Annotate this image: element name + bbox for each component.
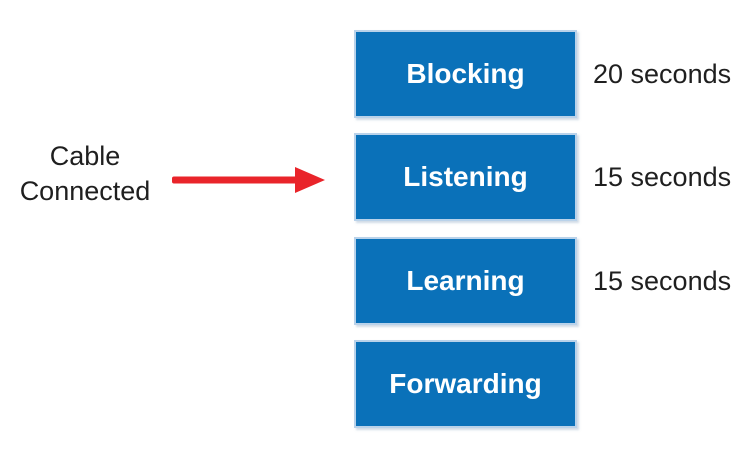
state-box-learning: Learning	[354, 237, 577, 325]
state-duration: 20 seconds	[593, 59, 732, 89]
state-duration: 15 seconds	[593, 162, 732, 192]
arrow-shaft	[172, 176, 300, 184]
cable-connected-line1: Cable	[49, 141, 121, 171]
state-box-forwarding: Forwarding	[354, 340, 577, 428]
state-row-forwarding: Forwarding	[354, 340, 741, 428]
state-label: Listening	[403, 161, 528, 192]
arrow-head-icon	[295, 167, 325, 193]
cable-connected-line2: Connected	[19, 176, 151, 206]
state-label: Blocking	[406, 58, 525, 89]
state-row-learning: Learning 15 seconds	[354, 237, 741, 325]
state-row-listening: Listening 15 seconds	[354, 133, 741, 221]
state-duration: 15 seconds	[593, 266, 732, 296]
state-row-blocking: Blocking 20 seconds	[354, 30, 741, 118]
cable-connected-arrow	[172, 167, 325, 193]
state-box-blocking: Blocking	[354, 30, 577, 118]
state-label: Forwarding	[389, 368, 542, 399]
state-duration	[593, 340, 741, 428]
cable-connected-label: Cable Connected	[2, 139, 168, 209]
state-label: Learning	[406, 265, 525, 296]
state-box-listening: Listening	[354, 133, 577, 221]
